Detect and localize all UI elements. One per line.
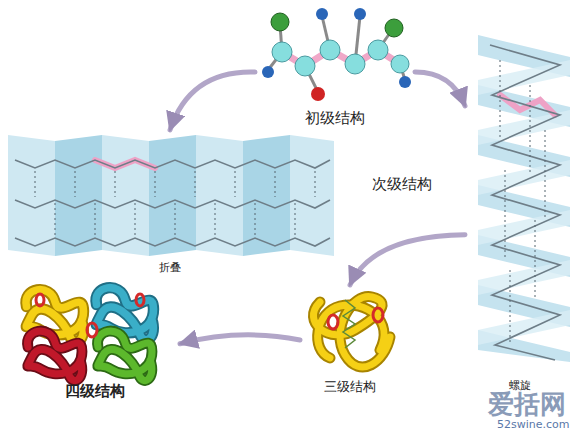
watermark: 爱括网 (488, 390, 566, 420)
structure-label: 四级结构 (65, 383, 125, 400)
tertiary-structure: 三级结构 (300, 285, 400, 395)
structure-label: 初级结构 (305, 110, 365, 127)
quaternary-assembly (26, 288, 154, 381)
curved-arrow (170, 72, 255, 130)
stage-label: 次级结构 (372, 176, 432, 193)
curved-arrow (180, 335, 300, 344)
watermark-url: 52swine.com (497, 419, 570, 432)
curved-arrow (415, 72, 465, 106)
pleated-sheet (8, 135, 334, 256)
alpha-helix (478, 35, 570, 362)
structure-label: 折叠 (159, 262, 181, 275)
tertiary-fold (313, 297, 390, 367)
sheet-structure: 折叠 (5, 130, 335, 275)
quaternary-structure: 四级结构 (10, 275, 180, 400)
helix-structure: 螺旋 (465, 25, 575, 393)
structure-label: 三级结构 (324, 380, 376, 395)
primary-structure: 初级结构 (255, 5, 415, 127)
amino-acid-chain (262, 8, 411, 101)
curved-arrow (350, 235, 465, 285)
